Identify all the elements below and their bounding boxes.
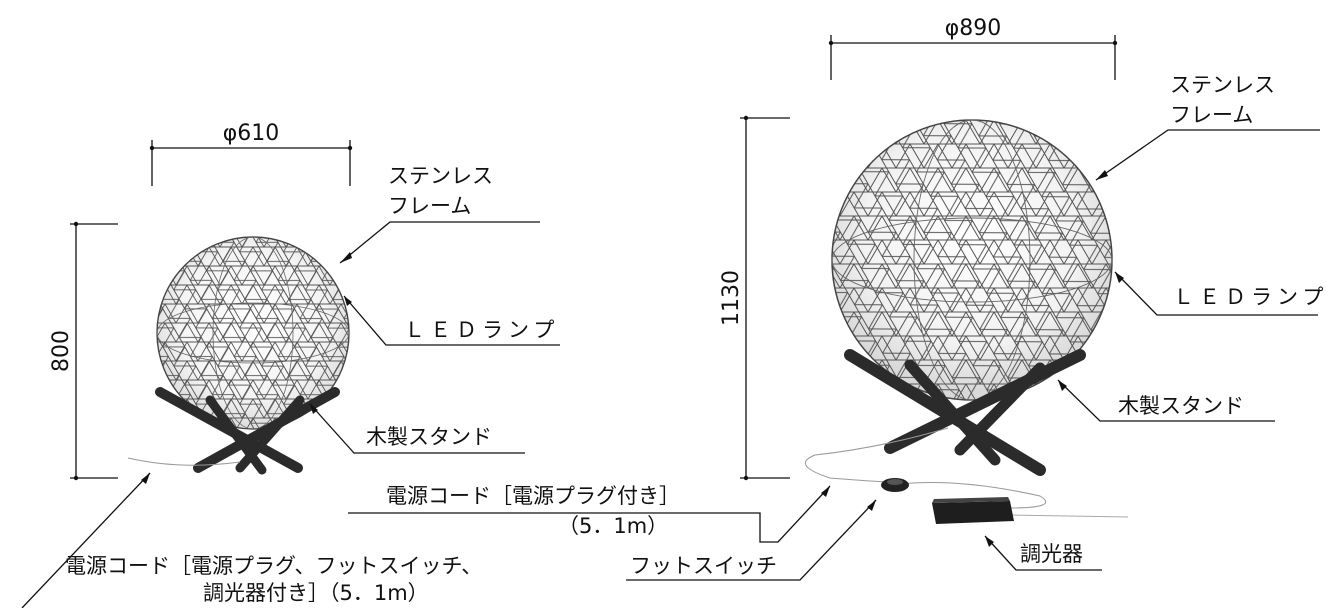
large-led-callout: ＬＥＤランプ [1114, 271, 1326, 316]
large-stand-callout: 木製スタンド [1057, 379, 1275, 422]
small-cord-label-1: 電源コード［電源プラグ、フットスイッチ、 [65, 554, 482, 578]
large-cord-label-1: 電源コード［電源プラグ付き］ [386, 484, 680, 508]
small-led-label: ＬＥＤランプ [404, 318, 559, 342]
small-cord-label-2: 調光器付き］（5．1m） [203, 581, 429, 605]
small-height-dimension: 800 [49, 221, 118, 481]
dimmer-illustration [932, 497, 1014, 524]
large-cord-callout: 電源コード［電源プラグ付き］ （5．1m） [348, 484, 831, 543]
small-cord-callout: 電源コード［電源プラグ、フットスイッチ、 調光器付き］（5．1m） [21, 472, 482, 608]
large-frame-label-2: フレーム [1170, 103, 1253, 127]
small-height-label: 800 [49, 330, 74, 372]
small-frame-callout: ステンレス フレーム [339, 164, 540, 264]
small-width-dimension: φ610 [149, 121, 353, 186]
large-stand [844, 349, 1086, 476]
small-frame-label-2: フレーム [388, 194, 471, 218]
large-frame-callout: ステンレス フレーム [1095, 73, 1320, 181]
footswitch-label: フットスイッチ [630, 554, 777, 578]
large-lamp-illustration: φ890 1130 [719, 16, 1129, 524]
small-stand-callout: 木製スタンド [309, 403, 525, 454]
large-stand-label: 木製スタンド [1118, 394, 1244, 418]
dimmer-label: 調光器 [1020, 542, 1083, 566]
small-width-label: φ610 [223, 121, 280, 146]
large-height-label: 1130 [719, 270, 744, 326]
small-lamp-illustration: φ610 800 [49, 121, 353, 481]
footswitch-callout: フットスイッチ [626, 499, 877, 581]
dimmer-callout: 調光器 [984, 535, 1102, 571]
foot-switch-illustration [881, 478, 909, 492]
large-frame-label-1: ステンレス [1170, 73, 1275, 97]
large-width-dimension: φ890 [828, 16, 1118, 80]
large-cord-label-2: （5．1m） [558, 514, 668, 538]
large-height-dimension: 1130 [719, 115, 790, 481]
small-led-callout: ＬＥＤランプ [343, 295, 560, 346]
small-frame-label-1: ステンレス [388, 164, 493, 188]
large-width-label: φ890 [945, 16, 1002, 41]
large-led-label: ＬＥＤランプ [1173, 285, 1326, 309]
small-stand [155, 387, 340, 475]
small-stand-label: 木製スタンド [366, 425, 492, 449]
